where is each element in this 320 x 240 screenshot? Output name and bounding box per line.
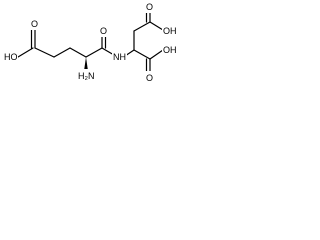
stereo-wedge-amine [84, 57, 88, 71]
amide-nh-label: NH [113, 52, 126, 62]
left-acid-o-label: O [31, 19, 38, 29]
bond-group [17, 9, 164, 73]
bond-bottom-c-oh [149, 49, 164, 60]
right-bottom-o-label: O [146, 73, 153, 83]
bond-alpha2-bottom-c [133, 49, 151, 60]
left-acid-oh-label: HO [4, 52, 18, 62]
label-bg-nh [112, 51, 127, 63]
bond-chain-3 [69, 47, 87, 58]
right-bottom-oh-label: OH [163, 45, 177, 55]
amide-o-label: O [100, 26, 107, 36]
label-bg-amine [77, 69, 95, 82]
atom-label-group: HO O O H₂N NH O OH O OH [3, 1, 178, 83]
bond-alpha-carbonyl [85, 47, 103, 58]
label-bg-bottom-o [145, 71, 154, 83]
bond-top-c-oh [149, 21, 164, 31]
label-bg-left-o [30, 18, 39, 30]
label-bg-top-o [145, 1, 154, 13]
label-bg-top-oh [162, 25, 178, 37]
bond-chain-2 [53, 47, 71, 58]
right-top-oh-label: OH [163, 26, 177, 36]
label-bg-left-oh [3, 51, 18, 63]
bond-chain-1 [34, 47, 55, 58]
bond-ch2-top-c [133, 21, 151, 32]
label-bg-amide-o [99, 25, 108, 37]
amine-label: H₂N [78, 71, 95, 81]
label-bg-bottom-oh [162, 44, 178, 56]
bond-left-oh-c [17, 47, 34, 58]
right-top-o-label: O [146, 2, 153, 12]
glutamyl-aspartate-structure: HO O O H₂N NH O OH O OH [3, 1, 178, 83]
